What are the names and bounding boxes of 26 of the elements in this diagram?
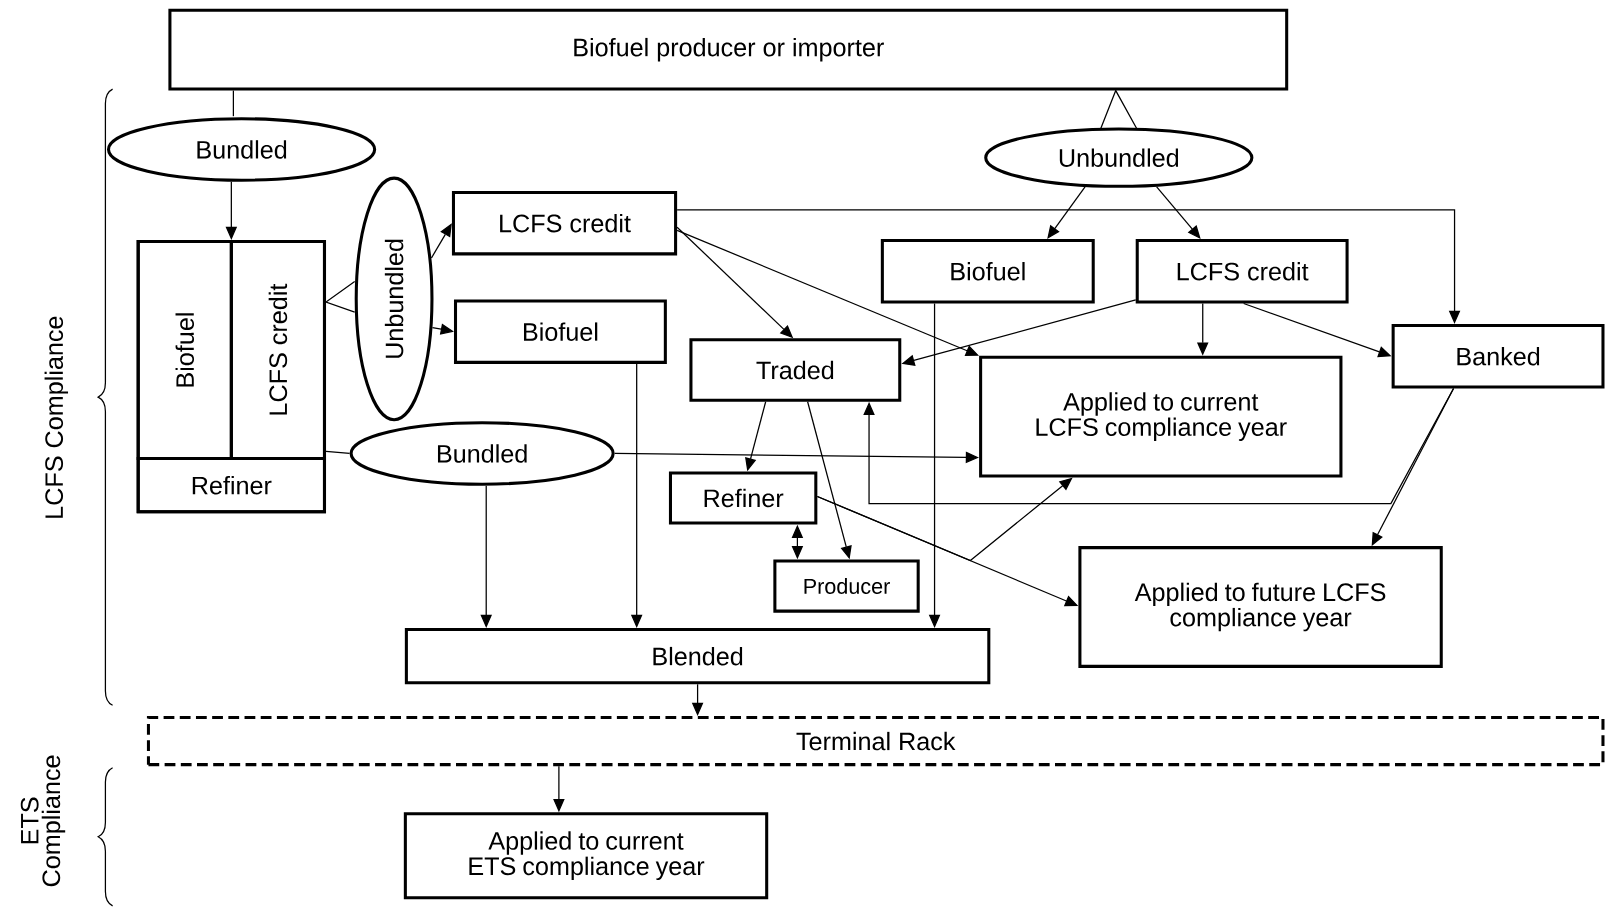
arrow — [324, 280, 356, 313]
process-box: LCFS credit — [229, 240, 326, 461]
terminal-rack-box: Terminal Rack — [146, 716, 1605, 767]
process-box: Biofuel producer or importer — [168, 8, 1289, 91]
arrow — [816, 477, 1073, 562]
arrow — [480, 485, 492, 628]
arrow — [676, 209, 1461, 324]
arrow — [430, 223, 452, 259]
arrow — [1099, 89, 1138, 131]
process-box: Biofuel — [136, 240, 233, 461]
process-box: LCFS credit — [451, 190, 678, 256]
process-box: Applied to current ETS compliance year — [403, 812, 769, 900]
process-box: Banked — [1391, 324, 1605, 389]
section-label: ETS Compliance — [20, 755, 66, 887]
process-box: Refiner — [136, 457, 326, 514]
process-box: Refiner — [668, 471, 818, 525]
process-box: Applied to current LCFS compliance year — [979, 355, 1343, 478]
process-box: Blended — [404, 628, 991, 685]
arrow — [863, 387, 1455, 505]
process-box: Producer — [773, 559, 920, 613]
process-box: Biofuel — [880, 239, 1095, 304]
process-box: Traded — [689, 338, 902, 402]
section-label: LCFS Compliance — [44, 316, 69, 518]
process-box: Biofuel — [454, 299, 667, 364]
process-box: LCFS credit — [1135, 239, 1349, 304]
process-box: Applied to future LCFS compliance year — [1078, 546, 1443, 668]
